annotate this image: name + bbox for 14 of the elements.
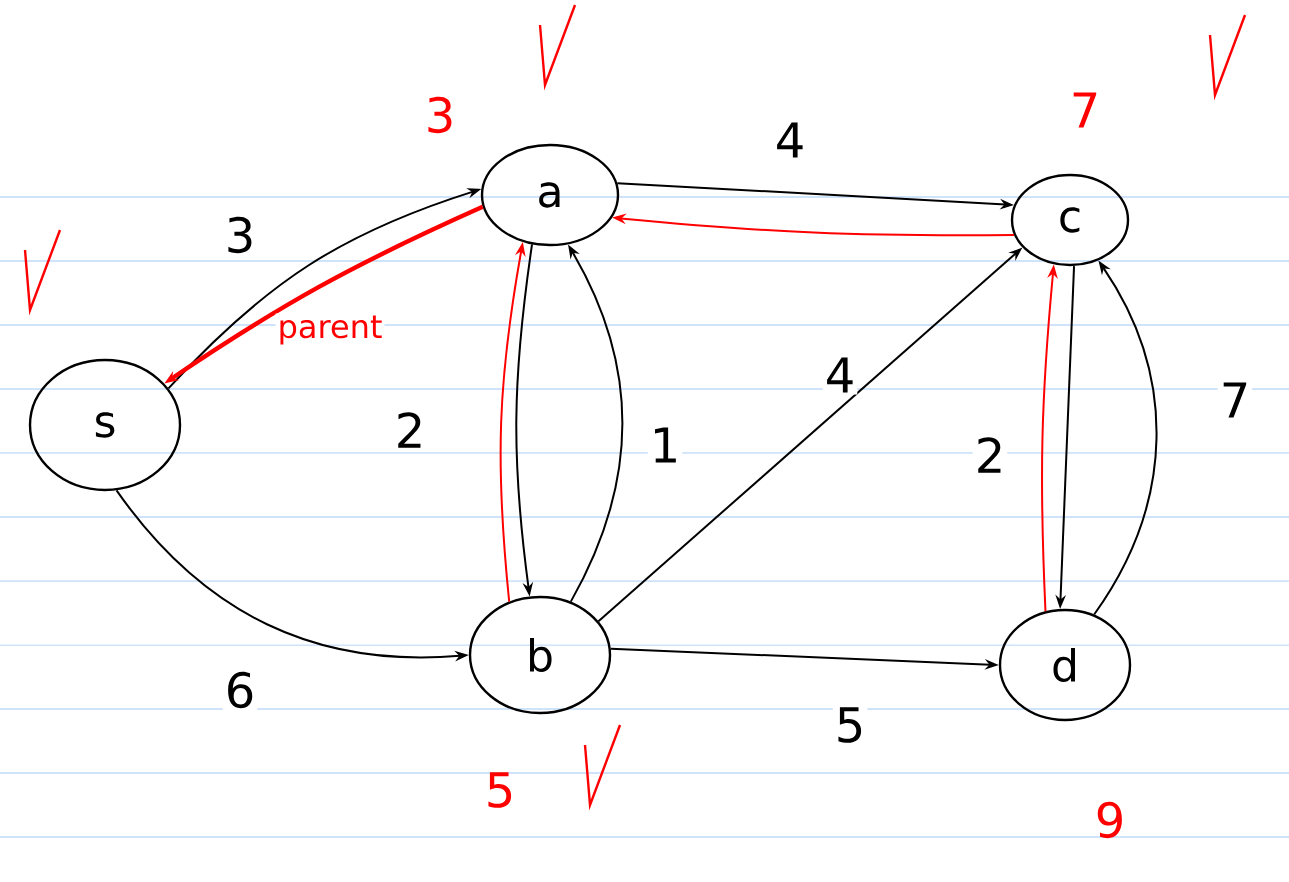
edge-label: 1 (647, 425, 683, 465)
distance-label: 5 (488, 772, 512, 808)
distance-label: 9 (1097, 801, 1122, 839)
edge-label: 2 (972, 435, 1008, 475)
edge-label: 4 (772, 120, 808, 160)
edge-label: 3 (222, 214, 258, 256)
edge-label: parent (275, 313, 385, 347)
edge-label: 5 (832, 705, 868, 745)
edge-label: 7 (1217, 380, 1253, 420)
edge-label: 2 (392, 410, 428, 450)
edge-label: 4 (822, 355, 858, 395)
distance-label: 3 (428, 96, 452, 134)
distance-label: 7 (1073, 92, 1097, 128)
edge-label: 6 (222, 669, 258, 711)
